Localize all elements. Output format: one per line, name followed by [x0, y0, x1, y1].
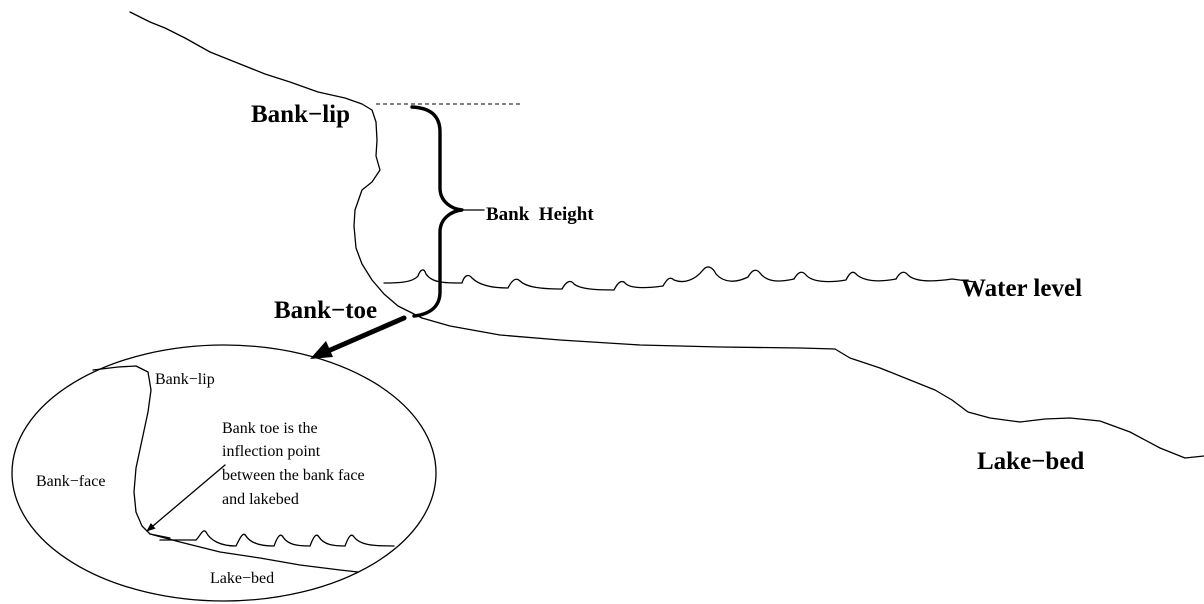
- inset-note-line: between the bank face: [222, 467, 365, 484]
- inset-lake-bed-label: Lake−bed: [210, 570, 274, 587]
- water-level-label: Water level: [961, 275, 1082, 302]
- lake-bed-label: Lake−bed: [977, 448, 1084, 475]
- lakebed-line: [421, 317, 1204, 459]
- bank-height-brace: [410, 105, 464, 318]
- inset-note-line: and lakebed: [222, 491, 299, 508]
- inset-water-level: [159, 530, 395, 547]
- inset-bank-face-label: Bank−face: [36, 473, 105, 490]
- inset-annotation-arrow: [146, 464, 226, 532]
- bank-toe-label: Bank−toe: [274, 297, 377, 324]
- inset-magnified-view: Bank−lip Bank−face Lake−bed Bank toe is …: [11, 344, 437, 602]
- inset-note-line: inflection point: [222, 443, 321, 460]
- water-level-line: [383, 266, 976, 291]
- inset-ellipse: [11, 344, 437, 602]
- bank-height-label: Bank Height: [486, 204, 594, 225]
- inset-note: Bank toe is the inflection point between…: [222, 420, 369, 508]
- inset-note-line: Bank toe is the: [222, 420, 318, 437]
- inset-bank-profile: [92, 365, 171, 539]
- zoom-arrow-head: [310, 341, 333, 359]
- zoom-arrow-shaft: [325, 315, 407, 354]
- bank-profile-line: [129, 11, 423, 319]
- inset-bank-lip-label: Bank−lip: [155, 371, 215, 388]
- bank-lip-label: Bank−lip: [251, 101, 350, 128]
- inset-lakebed: [149, 533, 359, 573]
